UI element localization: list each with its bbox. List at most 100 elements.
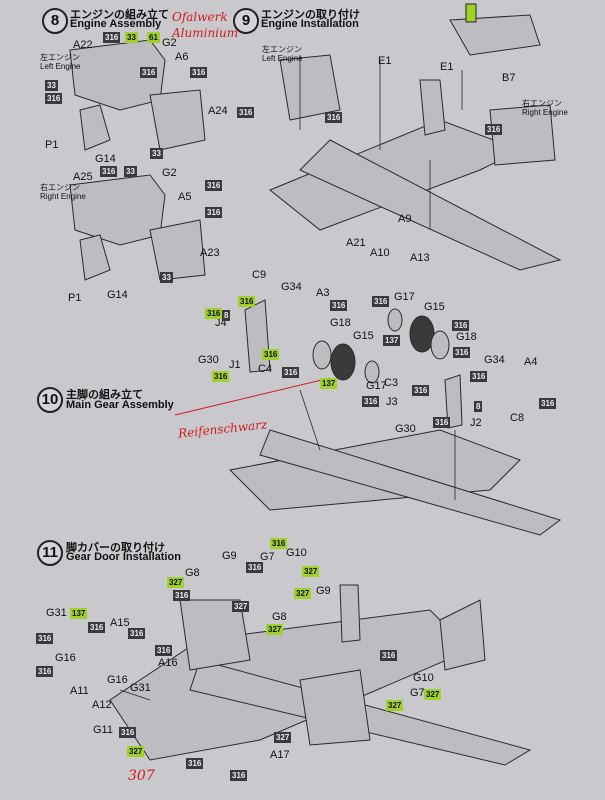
part-label-g2: G2: [162, 37, 177, 49]
part-label-g15: G15: [353, 330, 374, 342]
color-tag: 316: [237, 107, 255, 118]
part-label-a11: A11: [70, 685, 89, 697]
color-tag: 33: [124, 166, 137, 177]
part-label-g9-b: G9: [316, 585, 331, 597]
right-engine-cowl-a23: [149, 219, 206, 281]
left-engine-intake-p1: [79, 104, 111, 151]
right-engine-label-jp: 右エンジン: [40, 183, 80, 192]
color-tag: 316: [103, 32, 121, 43]
part-label-g16: G16: [55, 652, 76, 664]
part-label-g8-b: G8: [272, 611, 287, 623]
color-tag: 8: [222, 310, 231, 321]
step-11-title-jp: 脚カバーの取り付け: [66, 542, 165, 554]
engine-step11-left: [179, 599, 251, 671]
color-tag-green: 327: [294, 588, 312, 599]
part-label-g10-b: G10: [413, 672, 434, 684]
wheel-g18: [312, 340, 332, 370]
color-tag: 316: [140, 67, 158, 78]
color-tag: 316: [119, 727, 137, 738]
part-label-p1: P1: [45, 139, 59, 151]
part-label-a4: A4: [524, 356, 538, 368]
color-tag: 316: [282, 367, 300, 378]
color-tag: 316: [45, 93, 63, 104]
part-label-c8: C8: [510, 412, 525, 424]
color-tag: 33: [150, 148, 163, 159]
color-tag: 316: [452, 320, 470, 331]
part-label-j2: J2: [470, 417, 482, 429]
step-8-number: 8: [42, 8, 68, 34]
engine-step11-right: [299, 669, 371, 746]
color-tag-green: 33: [125, 32, 138, 43]
left-engine-cowl-a24: [149, 89, 206, 151]
part-label-g11: G11: [93, 724, 113, 736]
step-10-number: 10: [37, 387, 63, 413]
tire-g15: [330, 343, 356, 381]
color-tag: 316: [539, 398, 557, 409]
color-tag-green: 327: [266, 624, 284, 635]
wheel-g18-right: [430, 330, 450, 360]
part-label-g17: G17: [366, 380, 387, 392]
color-tag: 316: [186, 758, 204, 769]
left-engine-label-jp: 左エンジン: [40, 53, 80, 62]
part-label-a5: A5: [178, 191, 192, 203]
color-tag: 316: [190, 67, 208, 78]
color-tag-green: 137: [70, 608, 88, 619]
part-label-j3: J3: [386, 396, 398, 408]
color-tag-green: 316: [205, 308, 223, 319]
color-tag-green: 327: [302, 566, 320, 577]
gear-strut-right: [444, 374, 463, 429]
part-label-a10: A10: [370, 247, 390, 259]
right-engine-step9: [489, 104, 556, 166]
color-tag: 316: [246, 562, 264, 573]
color-tag-green: 327: [127, 746, 145, 757]
aircraft-wing-step10: [259, 429, 562, 536]
color-tag-green: 137: [320, 378, 338, 389]
part-label-c4: C4: [258, 363, 273, 375]
gear-strut-left: [244, 299, 271, 373]
color-tag: 316: [230, 770, 248, 781]
part-label-g30: G30: [198, 354, 219, 366]
color-tag: 316: [453, 347, 471, 358]
part-label-a23: A23: [200, 247, 220, 259]
part-label-g8: G8: [185, 567, 200, 579]
wheel-g17-right: [387, 308, 403, 332]
color-tag: 316: [372, 296, 390, 307]
part-label-g31: G31: [46, 607, 67, 619]
part-label-a16: A16: [158, 657, 178, 669]
part-label-a24: A24: [208, 105, 228, 117]
handwritten-note: Aluminium: [172, 26, 239, 40]
part-label-a21: A21: [346, 237, 366, 249]
part-label-c3: C3: [384, 377, 399, 389]
part-label-j1: J1: [229, 359, 241, 371]
part-label-g2-b: G2: [162, 167, 177, 179]
aircraft-tail-step9: [419, 79, 446, 136]
part-label-g14: G14: [95, 153, 116, 165]
color-tag: 316: [36, 633, 54, 644]
part-label-g30-b: G30: [395, 423, 416, 435]
part-label-g18: G18: [330, 317, 351, 329]
color-tag: 316: [128, 628, 146, 639]
color-tag-green: 327: [424, 689, 442, 700]
left-engine-label-en: Left Engine: [40, 62, 81, 71]
step9-left-engine-label-jp: 左エンジン: [262, 45, 302, 54]
color-tag: 316: [205, 180, 223, 191]
part-label-a9: A9: [398, 213, 412, 225]
color-tag: 316: [173, 590, 191, 601]
part-label-g16-b: G16: [107, 674, 128, 686]
color-tag: 316: [485, 124, 503, 135]
color-marker-e1: [465, 3, 477, 23]
part-label-a6: A6: [175, 51, 189, 63]
step-11-number: 11: [37, 540, 63, 566]
step-8-title-jp: エンジンの組み立て: [70, 9, 169, 21]
part-label-a17: A17: [270, 749, 290, 761]
color-tag: 327: [232, 601, 250, 612]
color-tag: 316: [412, 385, 430, 396]
part-label-g9: G9: [222, 550, 237, 562]
color-tag: 33: [45, 80, 58, 91]
part-label-g17-b: G17: [394, 291, 415, 303]
part-label-g14-b: G14: [107, 289, 128, 301]
part-label-g34-b: G34: [484, 354, 505, 366]
part-label-p1-b: P1: [68, 292, 82, 304]
